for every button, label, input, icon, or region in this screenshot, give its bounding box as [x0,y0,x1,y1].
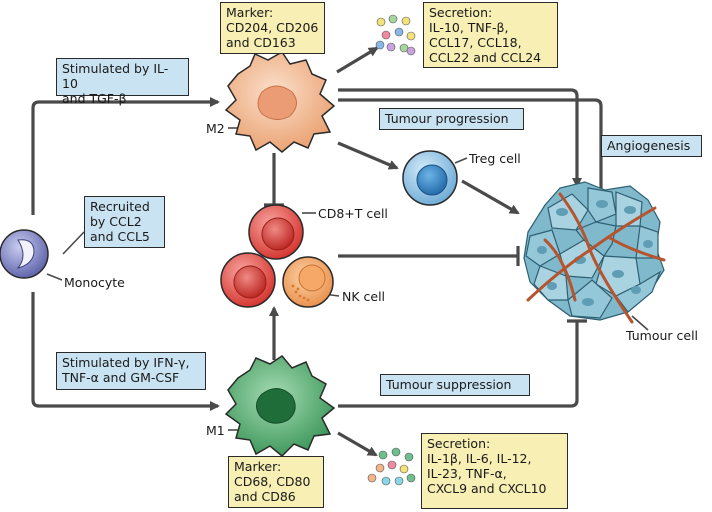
arrow-m2-to-angiogenesis [338,98,606,252]
treg-label: Treg cell [469,151,521,166]
m2-secretion-box: Secretion: IL-10, TNF-β, CCL17, CCL18, C… [423,2,558,68]
cd8-t-cells [220,204,304,308]
m1-secretion-particles [367,447,416,486]
nk-label: NK cell [342,289,386,304]
line-recruited-callout [62,231,85,255]
m1-secretion-box: Secretion: IL-1β, IL-6, IL-12, IL-23, TN… [421,433,568,509]
arrow-monocyte-to-m2 [31,97,220,215]
arrow-m2-to-secretion [336,46,379,74]
monocyte-label: Monocyte [64,275,125,290]
angiogenesis-box: Angiogenesis [601,135,702,157]
arrow-m1-to-secretion [337,431,378,457]
m2-secretion-particles [375,14,416,56]
m2-marker-box: Marker: CD204, CD206 and CD163 [220,2,325,54]
tumour-mass [523,181,666,324]
m1-label: M1 [206,423,225,438]
nk-cell [282,256,334,308]
tumour-progression-box: Tumour progression [379,108,524,130]
stimulated-il10-box: Stimulated by IL-10 and TGF-β [56,58,189,106]
line-monocyte-label [46,273,63,281]
arrow-monocyte-to-m1 [31,292,220,411]
cd8-label: CD8+T cell [318,206,388,221]
m1-macrophage [224,355,336,458]
connector-lines [31,46,649,457]
stimulated-ifn-box: Stimulated by IFN-γ, TNF-α and GM-CSF [56,352,206,390]
tumour-suppression-box: Tumour suppression [380,374,530,396]
line-treg-label [454,157,468,164]
inhibit-m2-to-cd8 [264,153,284,207]
inhibit-m1-to-tumour [338,319,587,408]
tumour-label: Tumour cell [626,328,699,343]
m1-marker-box: Marker: CD68, CD80 and CD86 [228,456,324,508]
line-tumour-label [631,315,649,331]
m2-label: M2 [206,121,225,136]
m2-macrophage [224,51,336,153]
arrow-m2-to-tumour [338,88,582,188]
arrow-m2-to-treg [337,141,399,170]
treg-cell [402,150,458,206]
recruited-box: Recruited by CCL2 and CCL5 [84,196,165,248]
monocyte-cell [0,229,49,279]
inhibit-cd8-to-tumour [338,246,520,266]
arrow-treg-to-tumour [461,179,520,215]
